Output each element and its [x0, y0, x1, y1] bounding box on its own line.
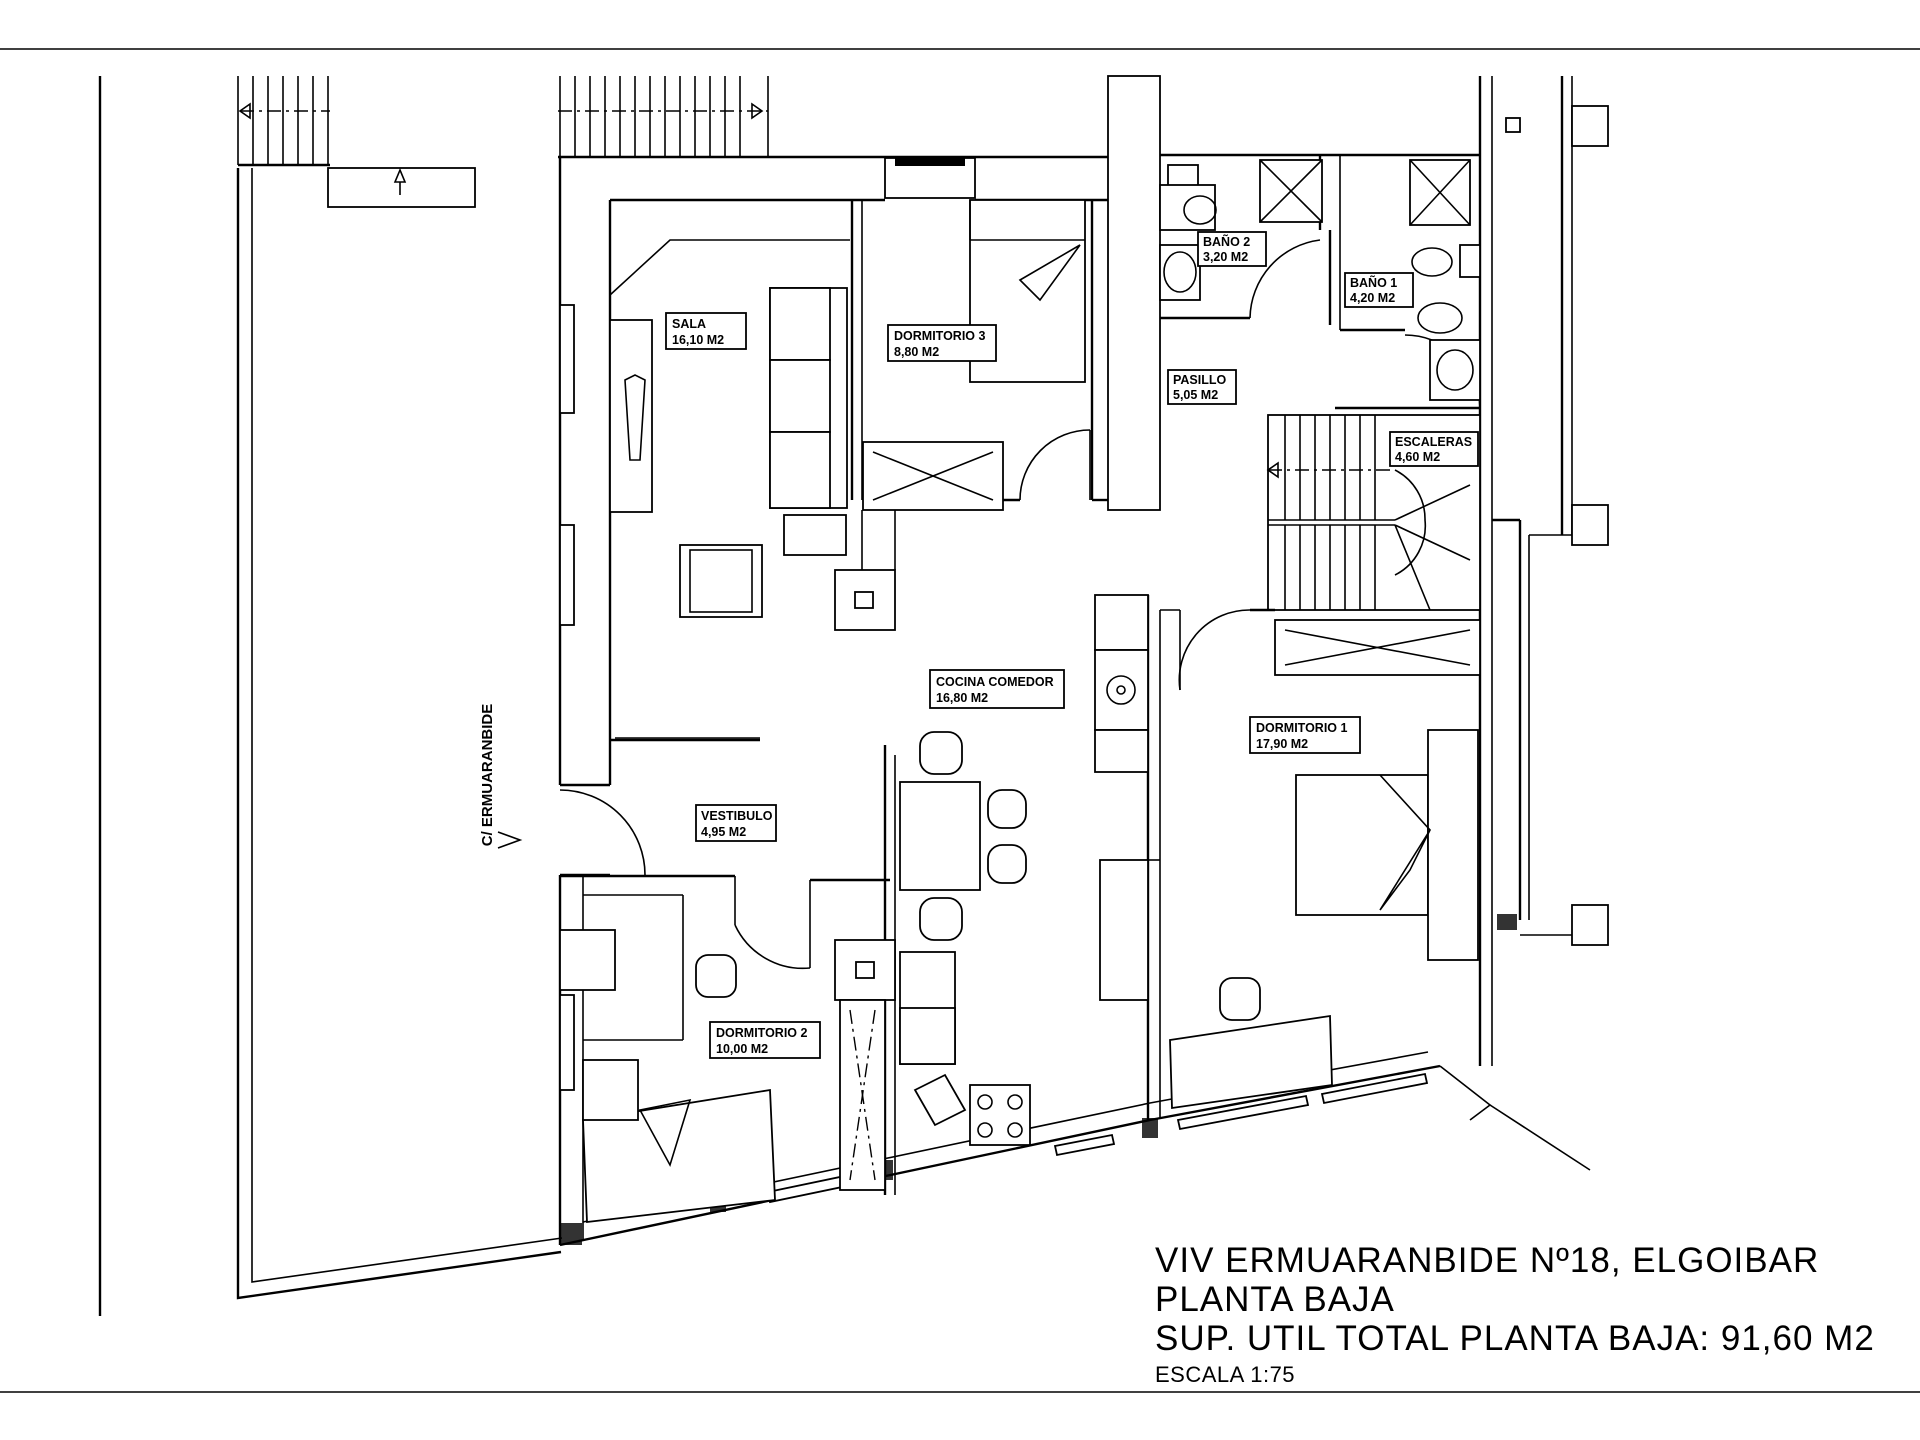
svg-text:DORMITORIO 1: DORMITORIO 1 — [1256, 721, 1347, 735]
title-block: VIV ERMUARANBIDE Nº18, ELGOIBAR PLANTA B… — [1155, 1241, 1875, 1387]
room-labels: SALA 16,10 M2 DORMITORIO 3 8,80 M2 BAÑO … — [665, 231, 1479, 1059]
svg-text:BAÑO 2: BAÑO 2 — [1203, 234, 1250, 249]
title-line-2: PLANTA BAJA — [1155, 1280, 1395, 1319]
svg-text:COCINA COMEDOR: COCINA COMEDOR — [936, 675, 1054, 689]
svg-text:17,90 M2: 17,90 M2 — [1256, 737, 1308, 751]
entrance-arrow — [497, 831, 523, 849]
label-bano-1: BAÑO 1 4,20 M2 — [1344, 272, 1414, 308]
svg-text:ESCALERAS: ESCALERAS — [1395, 435, 1472, 449]
label-vestibulo: VESTIBULO 4,95 M2 — [695, 804, 777, 842]
svg-text:5,05 M2: 5,05 M2 — [1173, 388, 1218, 402]
furniture — [582, 159, 1481, 1224]
svg-text:4,95 M2: 4,95 M2 — [701, 825, 746, 839]
svg-text:SALA: SALA — [672, 317, 706, 331]
svg-text:PASILLO: PASILLO — [1173, 373, 1227, 387]
svg-text:BAÑO 1: BAÑO 1 — [1350, 275, 1397, 290]
label-dormitorio-1: DORMITORIO 1 17,90 M2 — [1249, 716, 1361, 754]
label-escaleras: ESCALERAS 4,60 M2 — [1389, 431, 1479, 467]
label-pasillo: PASILLO 5,05 M2 — [1167, 369, 1237, 405]
street-boundary: C/ ERMUARANBIDE — [98, 76, 563, 1316]
label-bano-2: BAÑO 2 3,20 M2 — [1197, 231, 1267, 267]
street-label: C/ ERMUARANBIDE — [479, 704, 496, 847]
svg-text:DORMITORIO 3: DORMITORIO 3 — [894, 329, 985, 343]
label-cocina-comedor: COCINA COMEDOR 16,80 M2 — [929, 669, 1065, 709]
svg-text:16,10 M2: 16,10 M2 — [672, 333, 724, 347]
label-dormitorio-3: DORMITORIO 3 8,80 M2 — [887, 324, 997, 362]
title-scale: ESCALA 1:75 — [1155, 1362, 1295, 1387]
svg-text:4,20 M2: 4,20 M2 — [1350, 291, 1395, 305]
svg-text:16,80 M2: 16,80 M2 — [936, 691, 988, 705]
svg-text:3,20 M2: 3,20 M2 — [1203, 250, 1248, 264]
svg-text:4,60 M2: 4,60 M2 — [1395, 450, 1440, 464]
svg-text:10,00 M2: 10,00 M2 — [716, 1042, 768, 1056]
svg-text:VESTIBULO: VESTIBULO — [701, 809, 773, 823]
label-sala: SALA 16,10 M2 — [665, 312, 747, 350]
top-railings — [237, 76, 1108, 208]
title-line-1: VIV ERMUARANBIDE Nº18, ELGOIBAR — [1155, 1241, 1819, 1280]
svg-text:8,80 M2: 8,80 M2 — [894, 345, 939, 359]
sheet-border — [0, 48, 1920, 1393]
label-dormitorio-2: DORMITORIO 2 10,00 M2 — [709, 1021, 821, 1059]
title-line-3: SUP. UTIL TOTAL PLANTA BAJA: 91,60 M2 — [1155, 1319, 1875, 1358]
svg-text:DORMITORIO 2: DORMITORIO 2 — [716, 1026, 807, 1040]
